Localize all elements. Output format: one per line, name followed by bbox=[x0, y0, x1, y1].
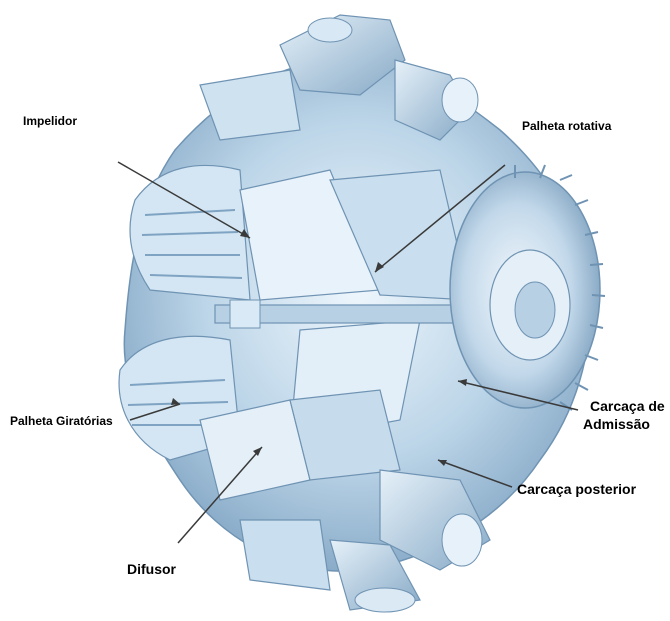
label-impelidor: Impelidor bbox=[23, 114, 77, 128]
label-palheta-giratorias: Palheta Giratórias bbox=[10, 414, 113, 428]
label-carcaca-posterior: Carcaça posterior bbox=[517, 481, 636, 497]
label-carcaca-admissao-line2: Admissão bbox=[583, 416, 650, 432]
label-carcaca-admissao-line1: Carcaça de bbox=[590, 398, 665, 414]
label-palheta-rotativa: Palheta rotativa bbox=[522, 119, 611, 133]
upper-vane-housing bbox=[130, 165, 250, 300]
label-difusor: Difusor bbox=[127, 561, 176, 577]
